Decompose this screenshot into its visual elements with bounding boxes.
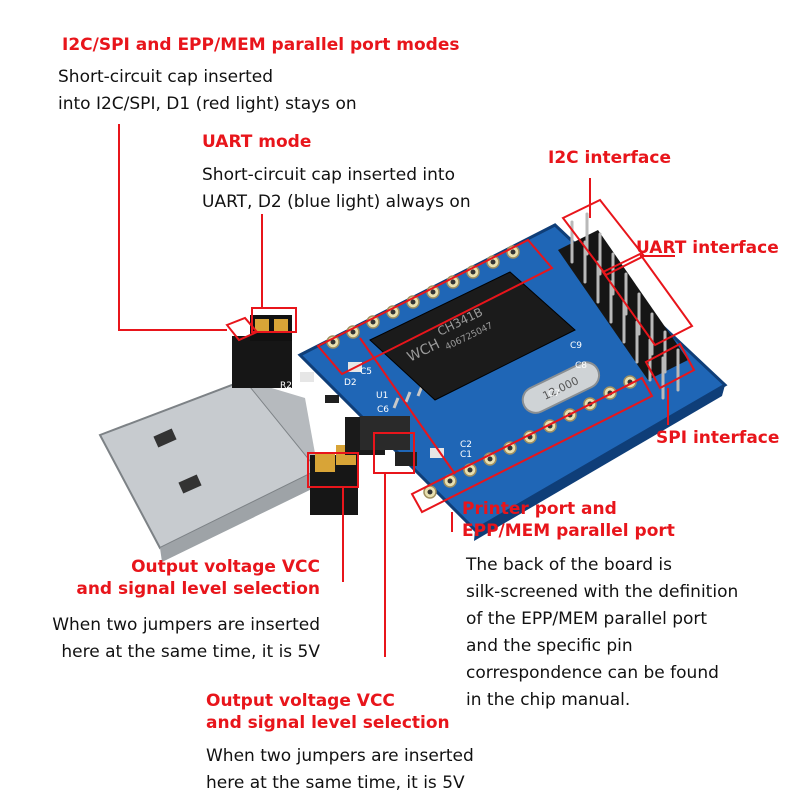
desc-vcc-left: When two jumpers are inserted here at th… [0, 612, 320, 666]
desc-vcc-bottom: When two jumpers are inserted here at th… [206, 743, 474, 797]
desc-line: UART, D2 (blue light) always on [202, 192, 471, 212]
silk-c8: C8 [575, 361, 587, 371]
silk-c7: C7 [548, 389, 560, 399]
desc-line: When two jumpers are inserted [206, 746, 474, 766]
silk-c9: C9 [570, 341, 582, 351]
mode-jumper [232, 315, 292, 388]
silk-r2: R2 [280, 381, 292, 391]
title-line: Output voltage VCC [206, 691, 395, 711]
title-vcc-left: Output voltage VCC and signal level sele… [40, 556, 320, 600]
desc-i2c-spi-epp-mode: Short-circuit cap inserted into I2C/SPI,… [58, 64, 357, 118]
callout-box-uart [601, 252, 694, 347]
ch341b-chip: CH341B 406725047 WCH [369, 271, 576, 409]
title-i2c-spi-epp-mode: I2C/SPI and EPP/MEM parallel port modes [62, 35, 460, 55]
pcb-edge [474, 385, 725, 541]
callout-box-lower-header [410, 376, 654, 514]
silk-c6: C6 [377, 405, 389, 415]
usb-connector [98, 378, 320, 562]
title-i2c-interface: I2C interface [548, 148, 671, 168]
callout-box-upper-header [316, 238, 554, 376]
desc-line: here at the same time, it is 5V [61, 642, 320, 662]
silk-r3: R3 [316, 406, 328, 416]
title-printer-port: Printer port and EPP/MEM parallel port [462, 498, 675, 542]
title-line: and signal level selection [76, 579, 320, 599]
desc-uart-mode: Short-circuit cap inserted into UART, D2… [202, 162, 471, 216]
desc-line: of the EPP/MEM parallel port [466, 609, 708, 629]
leader-parallel-diag [359, 337, 456, 475]
title-uart-mode: UART mode [202, 132, 312, 152]
silk-d1: D1 [300, 388, 313, 398]
title-spi-interface: SPI interface [656, 428, 780, 448]
callout-box-spi [644, 342, 696, 390]
silk-c2: C2 [460, 440, 472, 450]
title-line: EPP/MEM parallel port [462, 521, 675, 541]
desc-line: Short-circuit cap inserted [58, 67, 274, 87]
callout-box-voltage-left [307, 452, 359, 488]
desc-line: silk-screened with the definition [466, 582, 739, 602]
silk-c5: C5 [360, 367, 372, 377]
title-uart-interface: UART interface [636, 238, 779, 258]
title-line: Printer port and [462, 499, 617, 519]
desc-line: into I2C/SPI, D1 (red light) stays on [58, 94, 357, 114]
pcb-board [297, 223, 728, 532]
desc-printer-port: The back of the board is silk-screened w… [466, 552, 738, 714]
title-line: Output voltage VCC [131, 557, 320, 577]
title-line: and signal level selection [206, 713, 450, 733]
silk-c1: C1 [460, 450, 472, 460]
callout-box-voltage-right [373, 432, 415, 474]
silk-u1: U1 [376, 391, 388, 401]
desc-line: correspondence can be found [466, 663, 719, 683]
desc-line: here at the same time, it is 5V [206, 773, 465, 793]
desc-line: The back of the board is [466, 555, 672, 575]
silk-3v3: 3V3 [398, 511, 416, 521]
desc-line: When two jumpers are inserted [52, 615, 320, 635]
desc-line: in the chip manual. [466, 690, 631, 710]
callout-box-uart-jumper [251, 307, 297, 333]
silk-d2: D2 [344, 378, 357, 388]
desc-line: and the specific pin [466, 636, 633, 656]
title-vcc-bottom: Output voltage VCC and signal level sele… [206, 690, 450, 734]
leader-i2c-spi [118, 124, 227, 331]
desc-line: Short-circuit cap inserted into [202, 165, 455, 185]
